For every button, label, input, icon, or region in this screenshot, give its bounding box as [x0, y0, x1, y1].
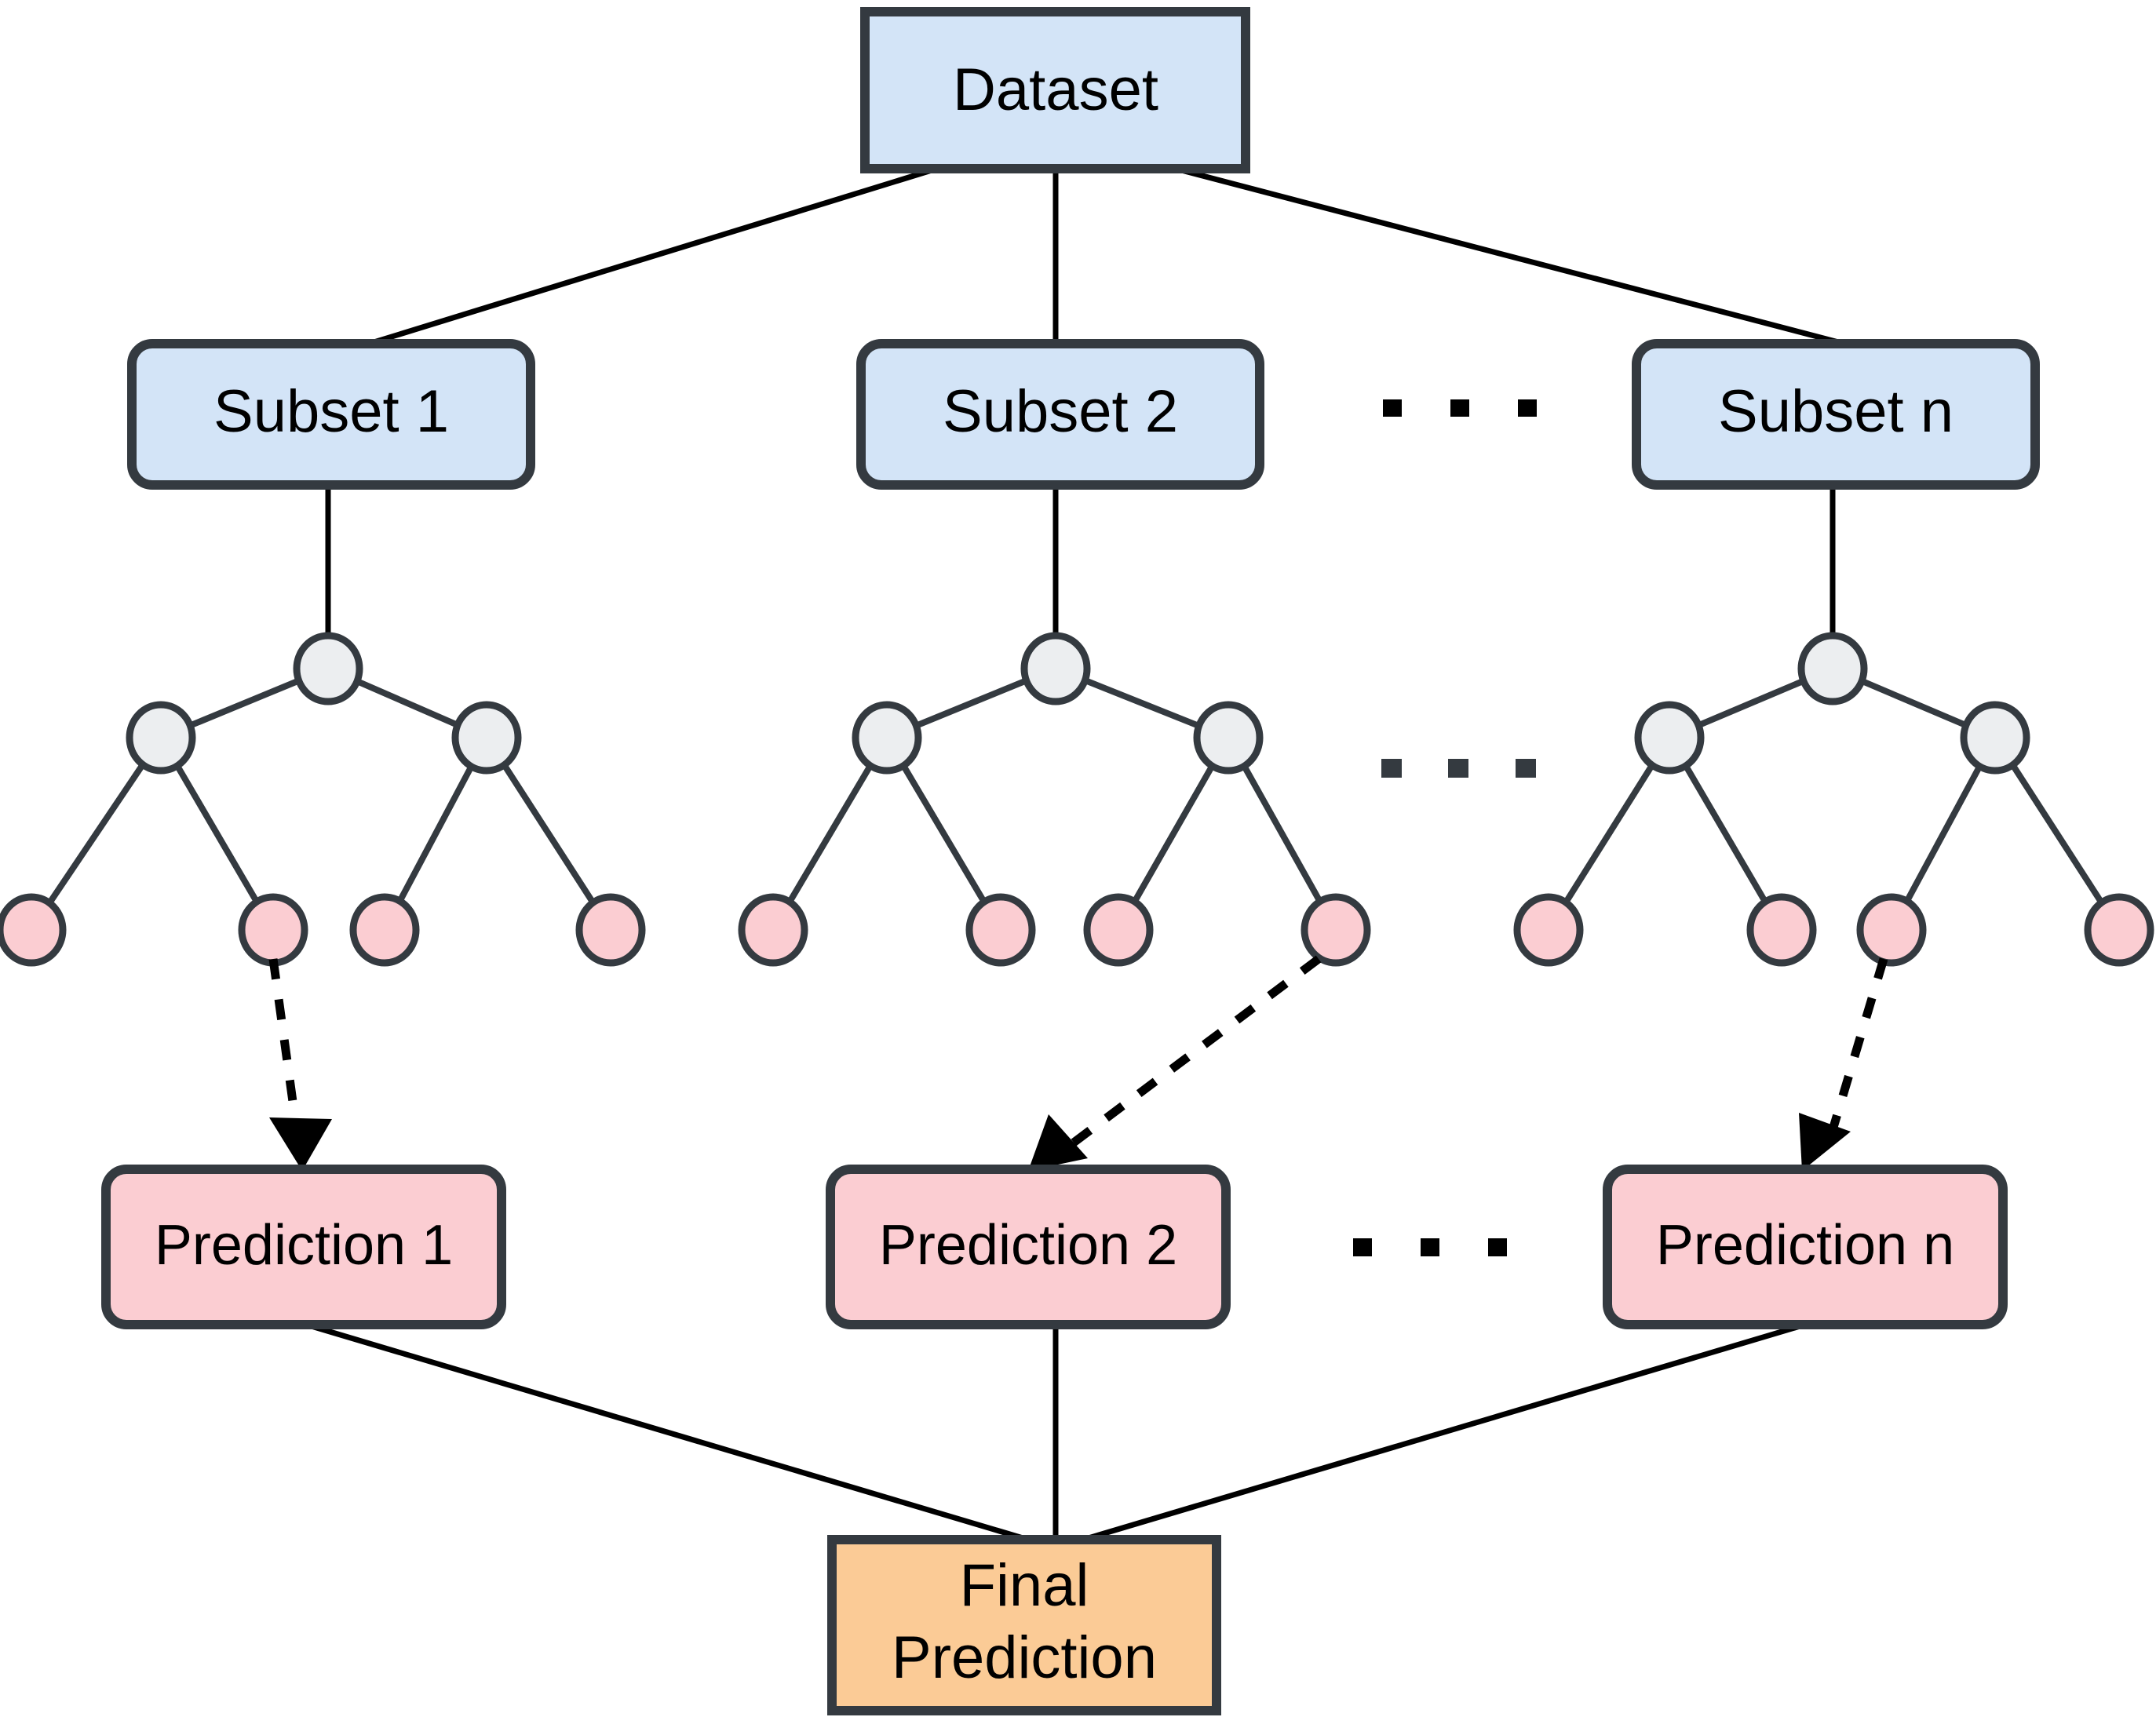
prediction-row-ellipsis	[1353, 1238, 1507, 1256]
treen-edge-l-leaf1	[1545, 735, 1673, 932]
final-prediction-label-line2: Prediction	[892, 1624, 1157, 1691]
treen-leaf-3	[1856, 893, 1927, 967]
subset-to-tree-edges	[325, 487, 1836, 669]
treen-leaf-2	[1746, 893, 1817, 967]
tree-row-ellipsis	[1381, 759, 1536, 778]
prediction-1-box-shape[interactable]	[101, 1165, 506, 1329]
prediction-n-box-shape[interactable]	[1603, 1165, 2008, 1329]
dataset-box[interactable]: Dataset	[860, 7, 1250, 173]
prediction-ellipsis-dot-1	[1353, 1238, 1372, 1256]
prediction-box-2[interactable]: Prediction 2	[826, 1165, 1231, 1329]
subset-ellipsis-dot-3	[1518, 399, 1537, 417]
treen-edge-l-leaf2	[1666, 735, 1785, 932]
tree2-internal-node-right	[1193, 701, 1264, 775]
tree2-edge-r-leaf3	[1115, 736, 1231, 931]
final-prediction-box[interactable]: Final Prediction	[827, 1535, 1221, 1715]
tree1-internal-node-left	[126, 701, 196, 775]
subset-1-label: Subset 1	[213, 378, 449, 445]
subset-2-label: Subset 2	[943, 378, 1178, 445]
prediction-ellipsis-dot-3	[1488, 1238, 1507, 1256]
tree1-edge-r-leaf4	[483, 735, 614, 932]
subset-n-label: Subset n	[1718, 378, 1954, 445]
prediction-2-label: Prediction 2	[879, 1214, 1177, 1277]
subset-box-n[interactable]: Subset n	[1632, 339, 2040, 490]
subset-2-box-shape[interactable]	[856, 339, 1264, 490]
subset-box-2[interactable]: Subset 2	[856, 339, 1264, 490]
tree2-edge-r-leaf4	[1225, 736, 1339, 931]
prediction-1-label: Prediction 1	[155, 1214, 453, 1277]
edge-predictionn-final	[1082, 1321, 1806, 1543]
subset-n-box-shape[interactable]	[1632, 339, 2040, 490]
prediction-box-1[interactable]: Prediction 1	[101, 1165, 506, 1329]
tree-ellipsis-dot-3	[1516, 759, 1536, 778]
subset-ellipsis-dot-1	[1383, 399, 1402, 417]
dataset-label: Dataset	[953, 57, 1158, 123]
treen-leaf-1	[1513, 893, 1584, 967]
prediction-to-final-edges	[305, 1321, 1806, 1543]
arrowhead-prediction1	[269, 1117, 332, 1171]
tree2-leaf-4	[1301, 893, 1371, 967]
treen-root-node	[1797, 632, 1868, 705]
prediction-box-n[interactable]: Prediction n	[1603, 1165, 2008, 1329]
final-prediction-label-line1: Final	[960, 1552, 1089, 1619]
arrowhead-prediction2	[1028, 1114, 1088, 1171]
dashed-arrow-tree1-to-prediction1	[268, 958, 301, 1131]
subset-ellipsis-dot-2	[1450, 399, 1469, 417]
tree1-edge-l-leaf2	[158, 735, 276, 932]
dashed-arrow-tree2-to-prediction2	[1064, 955, 1322, 1151]
tree-ellipsis-dot-2	[1448, 759, 1468, 778]
tree2-leaf-3	[1083, 893, 1154, 967]
prediction-ellipsis-dot-2	[1421, 1238, 1439, 1256]
subset-row-ellipsis	[1383, 399, 1537, 417]
dataset-box-shape[interactable]	[860, 7, 1250, 173]
tree2-leaf-2	[965, 893, 1036, 967]
treen-edge-r-leaf4	[1992, 735, 2122, 932]
tree1-edge-r-leaf3	[381, 736, 490, 931]
tree1-leaf-3	[349, 893, 420, 967]
subset-box-1[interactable]: Subset 1	[127, 339, 535, 490]
treen-internal-node-left	[1634, 701, 1705, 775]
leaf-to-prediction-arrows	[268, 955, 1888, 1171]
dashed-arrow-treen-to-predictionn	[1826, 957, 1888, 1139]
tree-2	[738, 632, 1371, 967]
tree1-edge-l-leaf1	[28, 735, 164, 932]
edge-prediction1-final	[305, 1321, 1029, 1543]
tree1-leaf-1	[0, 893, 67, 967]
tree1-leaf-4	[575, 893, 646, 967]
tree2-root-node	[1020, 632, 1091, 705]
treen-edge-r-leaf3	[1888, 736, 1998, 931]
tree1-internal-node-right	[451, 701, 522, 775]
final-prediction-box-shape[interactable]	[827, 1535, 1221, 1715]
treen-internal-node-right	[1960, 701, 2030, 775]
tree2-edge-l-leaf1	[770, 735, 890, 932]
tree2-edge-l-leaf2	[884, 735, 1004, 932]
tree2-leaf-1	[738, 893, 808, 967]
tree-1	[0, 632, 646, 967]
tree1-leaf-2	[238, 893, 308, 967]
tree2-internal-node-left	[852, 701, 922, 775]
prediction-2-box-shape[interactable]	[826, 1165, 1231, 1329]
treen-leaf-4	[2084, 893, 2154, 967]
subset-1-box-shape[interactable]	[127, 339, 535, 490]
tree-n	[1513, 632, 2154, 967]
edge-dataset-subset1	[367, 164, 943, 347]
prediction-n-label: Prediction n	[1656, 1214, 1954, 1277]
dataset-to-subsets-edges	[367, 164, 1845, 347]
edge-dataset-subsetn	[1169, 164, 1845, 347]
tree1-root-node	[293, 632, 363, 705]
arrowhead-predictionn	[1799, 1113, 1851, 1171]
tree-ellipsis-dot-1	[1381, 759, 1402, 778]
